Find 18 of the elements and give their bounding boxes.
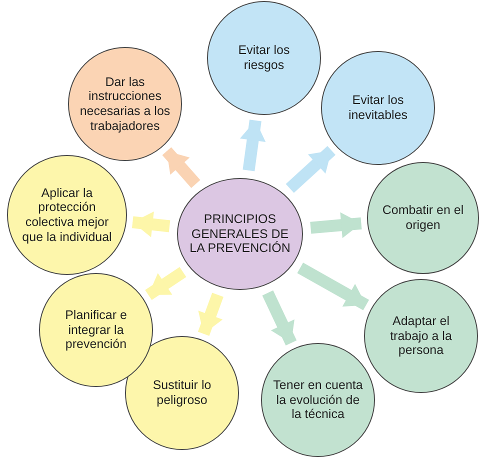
node-text: PRINCIPIOS GENERALES DE LA PREVENCIÓN xyxy=(188,212,292,256)
node-text: Evitar los riesgos xyxy=(237,43,291,73)
node-text: Dar las instrucciones necesarias a los trabajadores xyxy=(79,74,171,134)
block-arrow xyxy=(198,292,224,336)
block-arrow xyxy=(162,147,200,188)
block-arrow xyxy=(297,262,370,310)
node-text: Sustituir lo peligroso xyxy=(152,378,212,408)
block-arrow xyxy=(132,211,170,238)
node-text: Adaptar el trabajo a la persona xyxy=(389,314,453,358)
node-text: Evitar los inevitables xyxy=(347,93,409,123)
node-text: Tener en cuenta la evolución de la técnica xyxy=(272,378,364,422)
node-text: Planificar e integrar la prevención xyxy=(64,308,128,352)
block-arrow xyxy=(310,212,362,238)
node-text: Aplicar la protección colectiva mejor que la individual xyxy=(21,186,113,244)
node-text: Combatir en el origen xyxy=(381,203,465,233)
block-arrow xyxy=(286,146,336,193)
block-arrow xyxy=(240,120,266,172)
block-arrow xyxy=(145,267,186,300)
